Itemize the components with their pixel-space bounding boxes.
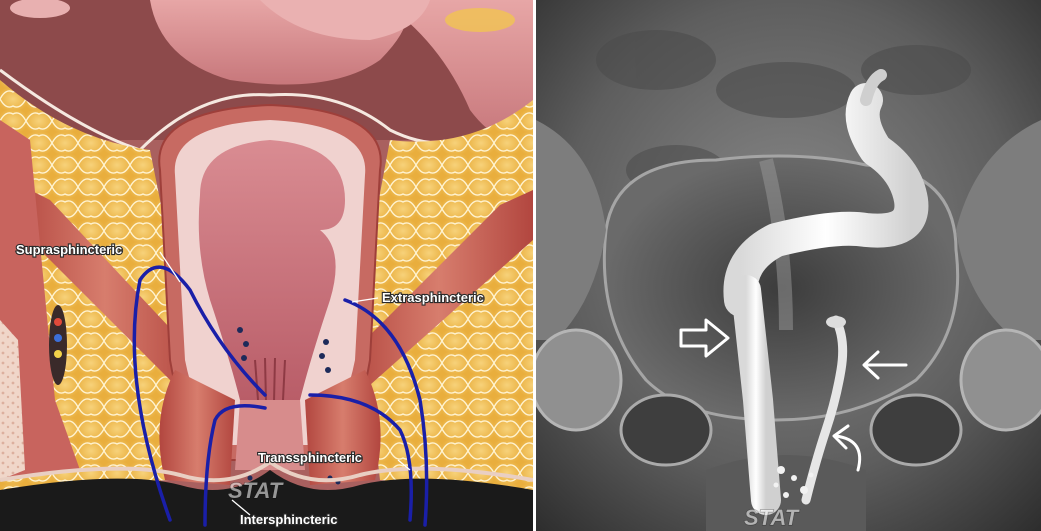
pudendal-canal <box>49 305 67 385</box>
fistulogram-radiograph: STAT <box>536 0 1041 531</box>
watermark-left: STAT <box>228 478 284 503</box>
illustration-panel: Suprasphincteric Extrasphincteric Transs… <box>0 0 533 531</box>
watermark-right: STAT <box>744 505 800 530</box>
contrast-rectum <box>746 290 766 500</box>
anal-fistula-illustration: Suprasphincteric Extrasphincteric Transs… <box>0 0 533 531</box>
label-suprasphincteric: Suprasphincteric <box>16 242 122 257</box>
label-transsphincteric: Transsphincteric <box>258 450 362 465</box>
radiograph-panel: STAT <box>536 0 1041 531</box>
label-extrasphincteric: Extrasphincteric <box>382 290 484 305</box>
label-intersphincteric: Intersphincteric <box>240 512 338 527</box>
tract-end <box>826 316 846 328</box>
